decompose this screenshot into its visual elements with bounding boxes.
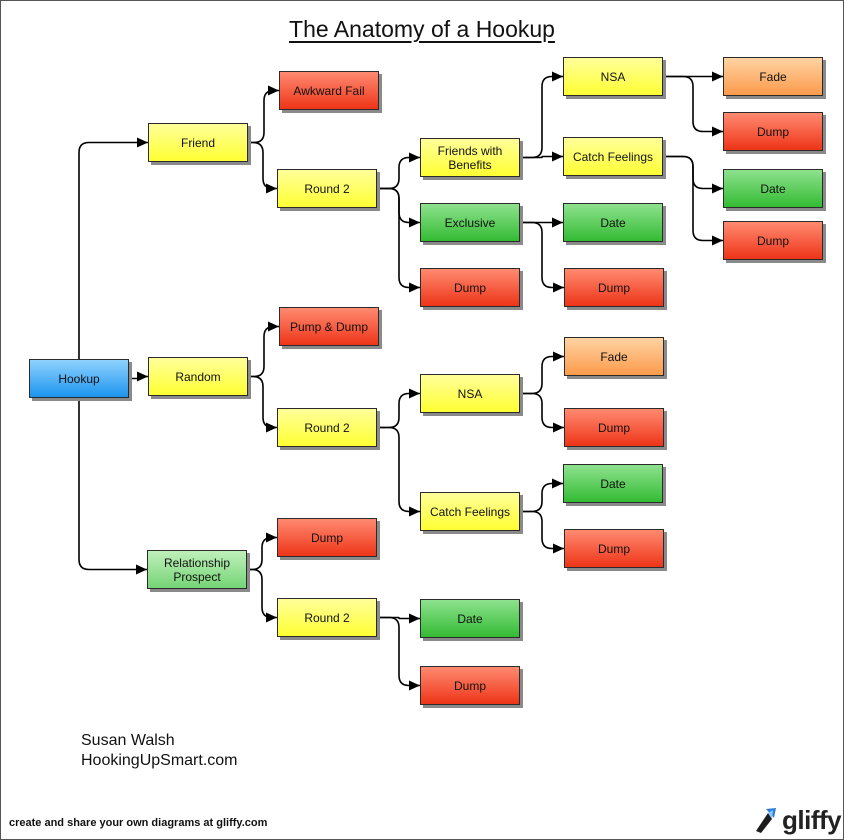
node-exclusive-dump[interactable]: Dump xyxy=(564,268,664,307)
connector-rel-prospect-to-rel-dump xyxy=(247,532,277,571)
connector-random-round2-to-random-catch xyxy=(377,426,420,517)
node-awkward-fail[interactable]: Awkward Fail xyxy=(279,71,379,110)
node-rel-round2-date[interactable]: Date xyxy=(420,599,520,638)
node-rel-round2[interactable]: Round 2 xyxy=(277,598,377,637)
node-friend[interactable]: Friend xyxy=(148,123,248,162)
node-rel-dump[interactable]: Dump xyxy=(277,518,377,557)
node-fwb-nsa-dump[interactable]: Dump xyxy=(723,112,823,151)
node-random-catch[interactable]: Catch Feelings xyxy=(420,492,520,531)
node-exclusive[interactable]: Exclusive xyxy=(420,203,520,242)
gliffy-logo: gliffy xyxy=(752,803,842,837)
connector-random-catch-to-random-catch-date xyxy=(520,478,563,513)
node-random[interactable]: Random xyxy=(148,357,248,396)
connector-fwb-catch-to-fwb-catch-dump xyxy=(663,155,723,246)
gliffy-arrow-icon xyxy=(756,808,776,833)
connector-random-nsa-to-random-nsa-fade xyxy=(520,351,564,395)
connector-random-round2-to-random-nsa xyxy=(377,388,420,429)
connector-friend-round2-to-friend-round2-dump xyxy=(377,187,420,293)
node-random-round2[interactable]: Round 2 xyxy=(277,408,377,447)
connector-hookup-to-random xyxy=(129,371,148,382)
connector-friend-to-awkward-fail xyxy=(248,85,279,144)
connector-hookup-to-rel-prospect xyxy=(78,398,147,575)
connector-hookup-to-friend xyxy=(78,137,148,359)
node-fwb-catch-dump[interactable]: Dump xyxy=(723,221,823,260)
node-random-catch-dump[interactable]: Dump xyxy=(564,529,664,568)
connector-fwb-to-fwb-catch xyxy=(520,151,563,162)
connector-friend-to-friend-round2 xyxy=(248,141,277,194)
node-rel-round2-dump[interactable]: Dump xyxy=(420,666,520,705)
connector-random-to-pump-dump xyxy=(248,321,279,378)
node-random-nsa-dump[interactable]: Dump xyxy=(564,408,664,447)
node-random-nsa-fade[interactable]: Fade xyxy=(564,337,664,376)
author-credit: Susan Walsh HookingUpSmart.com xyxy=(81,731,238,771)
connector-fwb-to-fwb-nsa xyxy=(520,71,563,159)
gliffy-footer-text: create and share your own diagrams at gl… xyxy=(9,817,268,829)
connector-friend-round2-to-fwb xyxy=(377,152,420,190)
connector-rel-prospect-to-rel-round2 xyxy=(247,568,277,623)
node-fwb-catch-date[interactable]: Date xyxy=(723,169,823,208)
connector-rel-round2-to-rel-round2-date xyxy=(377,613,420,624)
author-name: Susan Walsh xyxy=(81,732,175,749)
node-pump-dump[interactable]: Pump & Dump xyxy=(279,307,379,346)
node-fwb[interactable]: Friends with Benefits xyxy=(420,138,520,177)
node-exclusive-date[interactable]: Date xyxy=(563,203,663,242)
connector-fwb-nsa-to-fwb-nsa-dump xyxy=(663,75,723,137)
node-random-catch-date[interactable]: Date xyxy=(563,464,663,503)
node-friend-round2-dump[interactable]: Dump xyxy=(420,268,520,307)
node-hookup[interactable]: Hookup xyxy=(29,359,129,398)
diagram-title: The Anatomy of a Hookup xyxy=(289,16,555,42)
node-rel-prospect[interactable]: Relationship Prospect xyxy=(147,550,247,589)
gliffy-logo-text: gliffy xyxy=(782,804,842,835)
node-fwb-catch[interactable]: Catch Feelings xyxy=(563,137,663,176)
node-fwb-nsa-fade[interactable]: Fade xyxy=(723,57,823,96)
node-friend-round2[interactable]: Round 2 xyxy=(277,169,377,208)
node-fwb-nsa[interactable]: NSA xyxy=(563,57,663,96)
connector-random-catch-to-random-catch-dump xyxy=(520,510,564,554)
connector-exclusive-to-exclusive-dump xyxy=(520,221,564,293)
connector-random-nsa-to-random-nsa-dump xyxy=(520,392,564,433)
connector-random-to-random-round2 xyxy=(248,375,277,433)
connector-rel-round2-to-rel-round2-dump xyxy=(377,616,420,691)
author-site: HookingUpSmart.com xyxy=(81,752,238,769)
node-random-nsa[interactable]: NSA xyxy=(420,374,520,413)
